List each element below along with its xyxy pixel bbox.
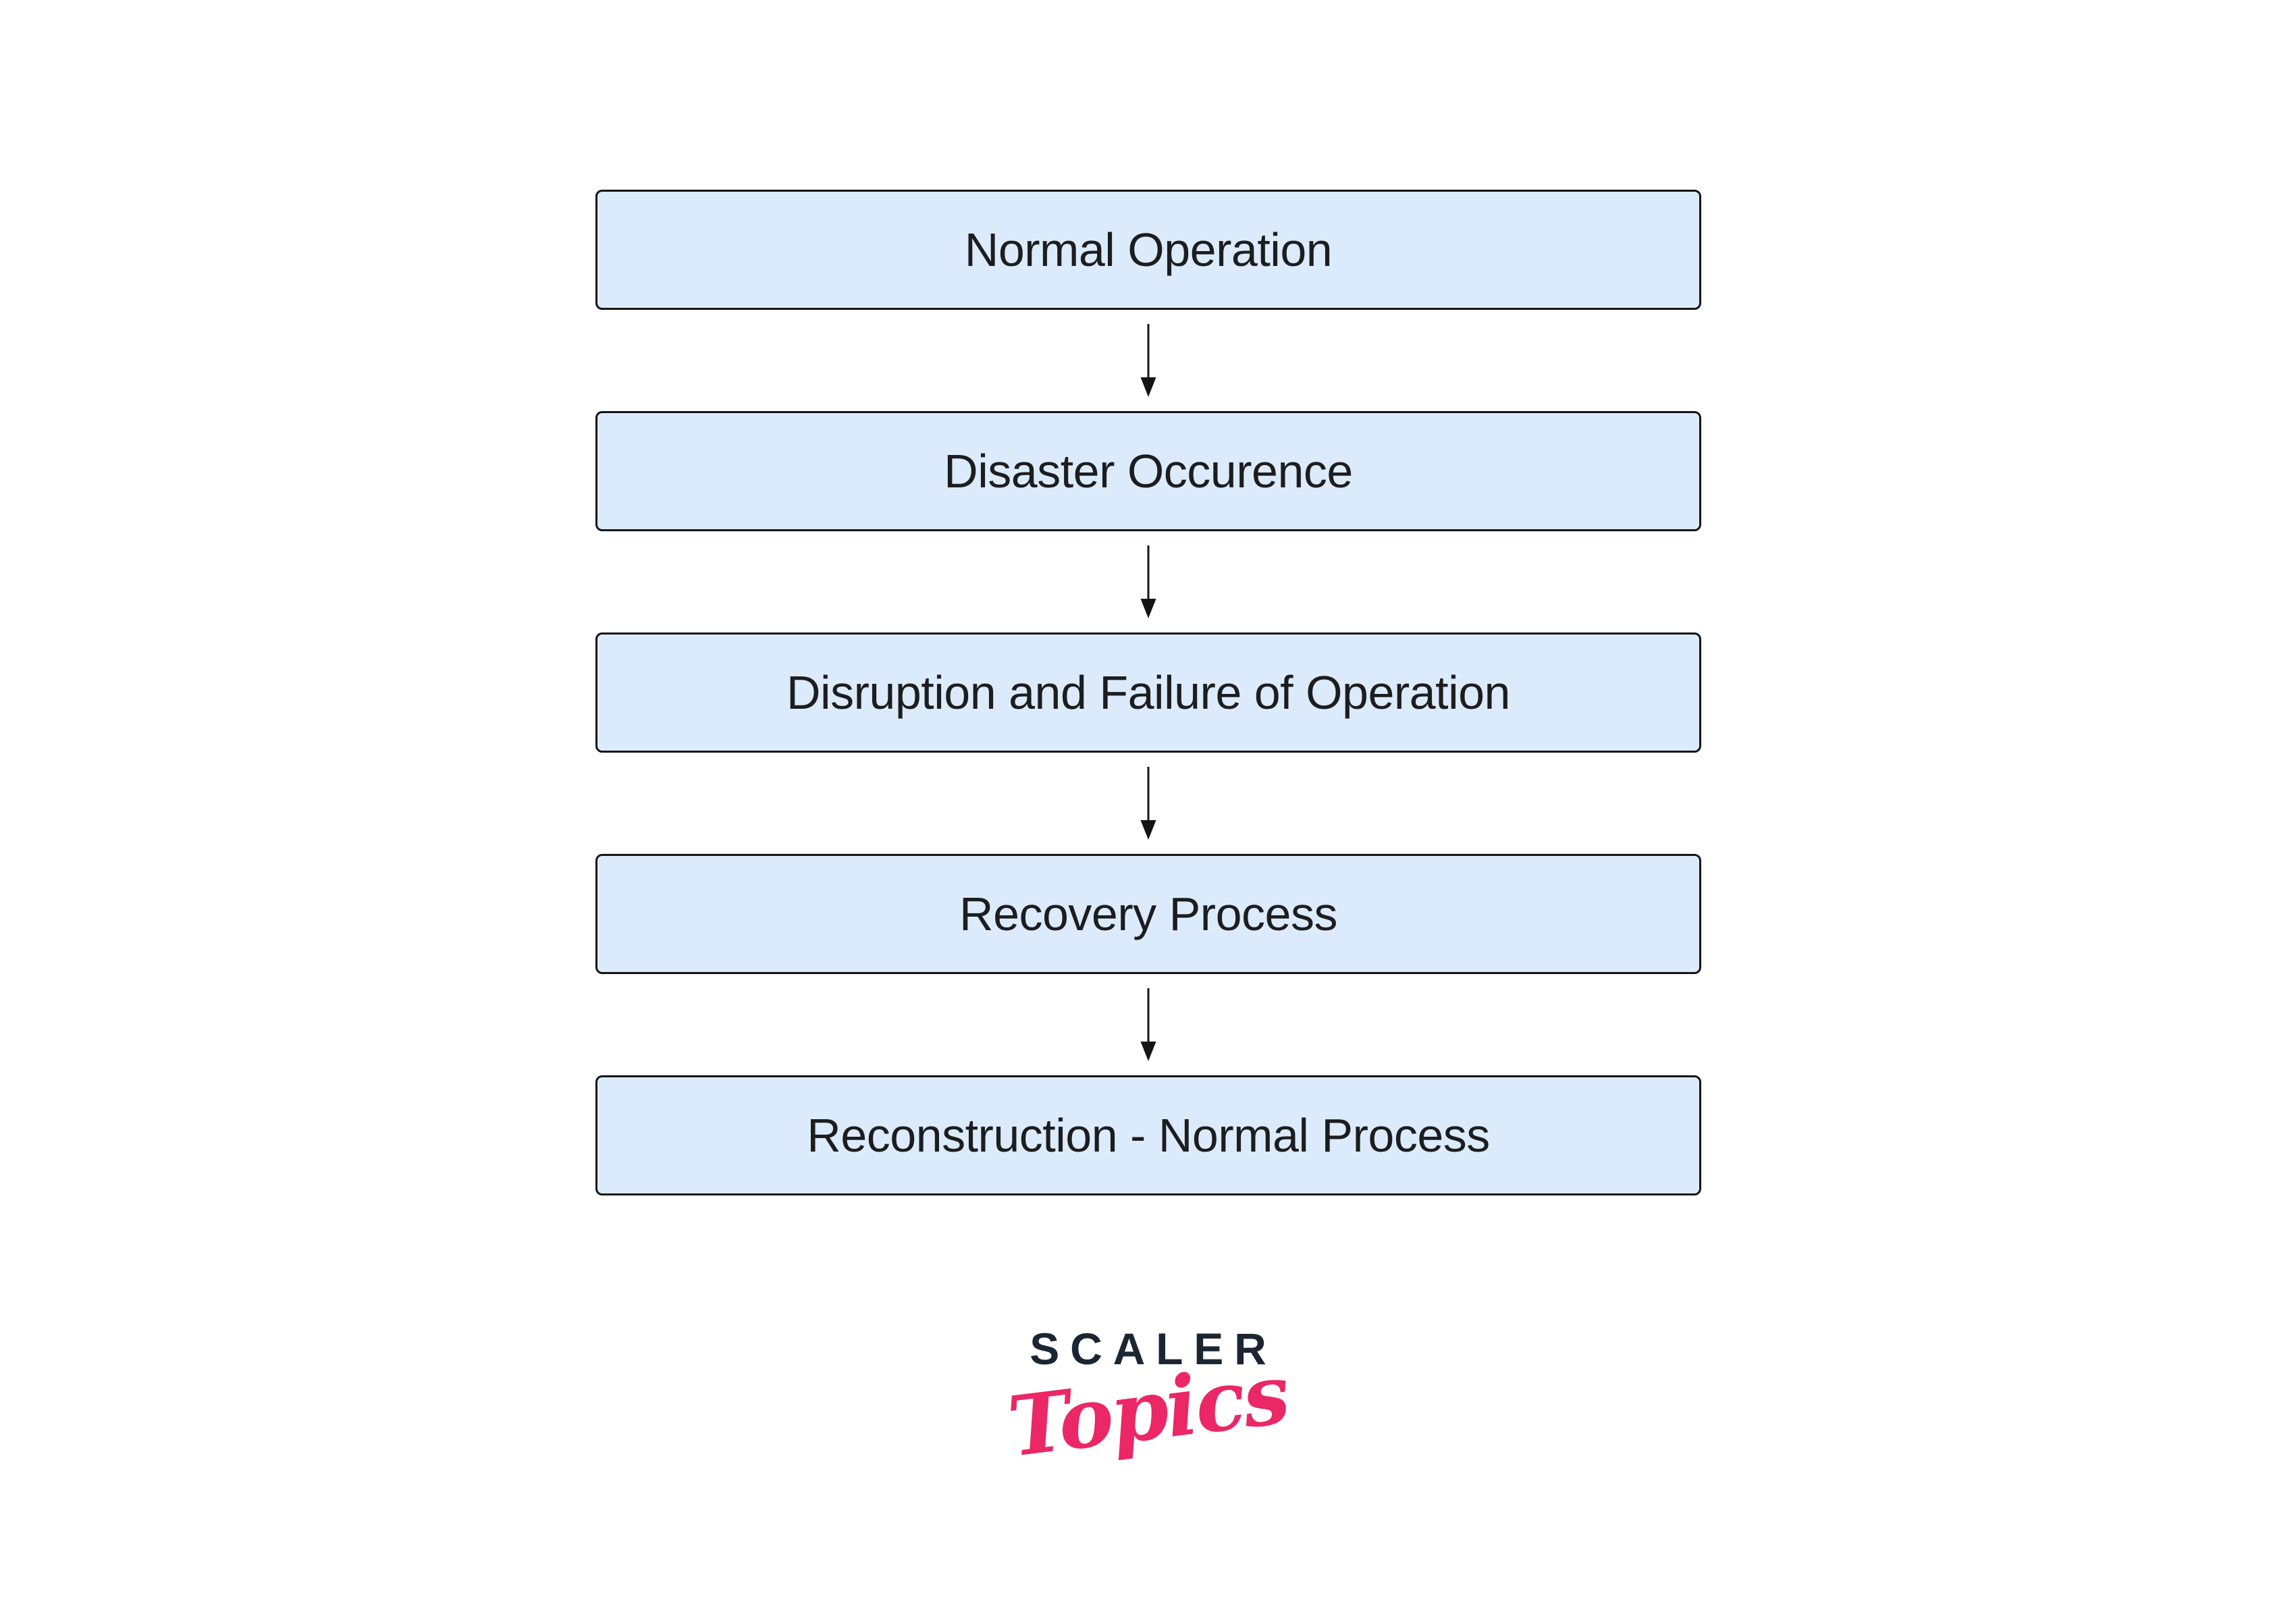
down-arrow-2 [595, 531, 1701, 632]
flow-step-normal-operation: Normal Operation [595, 190, 1701, 310]
down-arrow-icon [1140, 988, 1156, 1061]
flow-step-disruption-and-failure: Disruption and Failure of Operation [595, 632, 1701, 753]
flow-step-disaster-occurence: Disaster Occurence [595, 411, 1701, 531]
down-arrow-1 [595, 310, 1701, 411]
flow-step-label: Disaster Occurence [944, 445, 1353, 497]
flow-step-label: Recovery Process [959, 888, 1337, 940]
flow-step-label: Normal Operation [964, 223, 1333, 276]
flow-step-reconstruction-normal-process: Reconstruction - Normal Process [595, 1075, 1701, 1195]
flow-step-label: Reconstruction - Normal Process [807, 1109, 1490, 1162]
down-arrow-icon [1140, 767, 1156, 840]
flowchart: Normal Operation Disaster Occurence Disr… [595, 190, 1701, 1195]
flow-step-label: Disruption and Failure of Operation [786, 666, 1510, 719]
down-arrow-icon [1140, 324, 1156, 397]
down-arrow-3 [595, 753, 1701, 854]
logo-brand-text: SCALER [1030, 1324, 1277, 1374]
down-arrow-icon [1140, 545, 1156, 618]
scaler-topics-logo: SCALER Topics [0, 1323, 2296, 1476]
flow-step-recovery-process: Recovery Process [595, 854, 1701, 974]
down-arrow-4 [595, 974, 1701, 1075]
